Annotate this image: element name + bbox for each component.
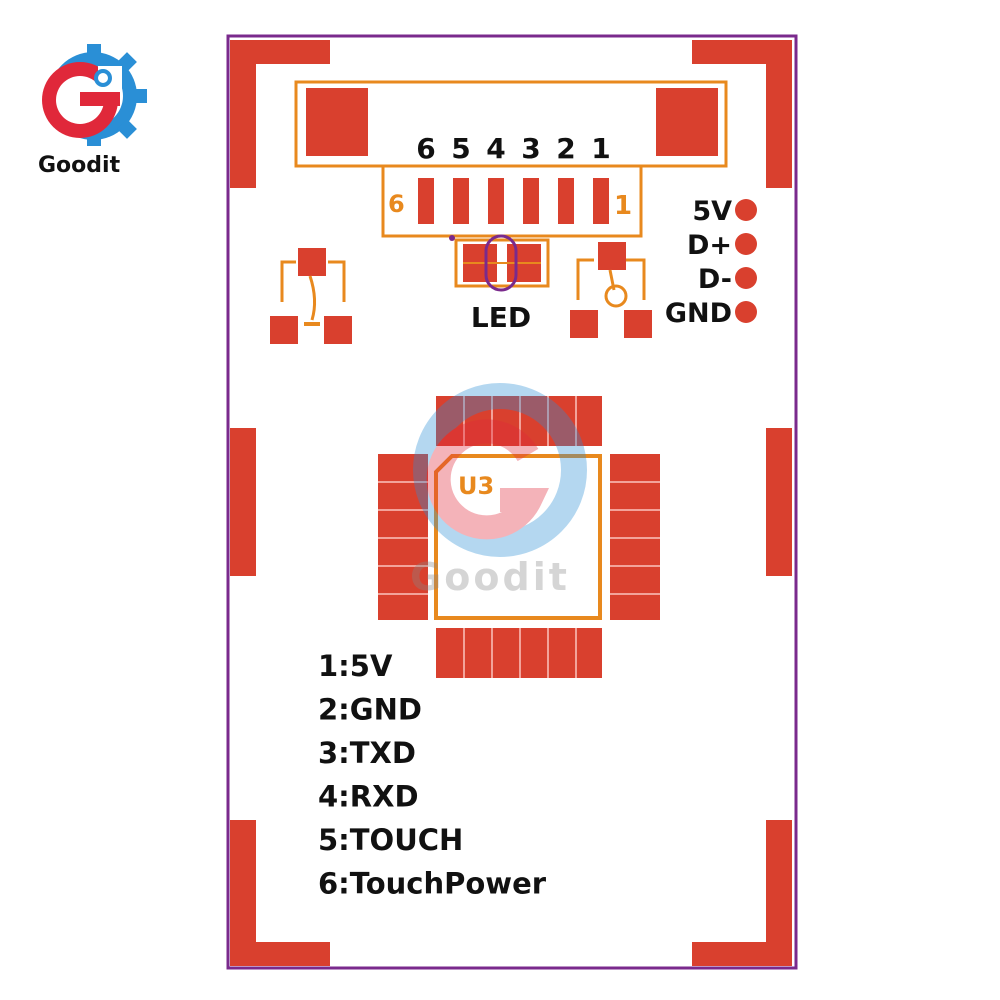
- usb-pad-dot: [735, 267, 757, 289]
- usb-pads: 5VD+D-GND: [665, 196, 757, 329]
- pin-legend: 1:5V 2:GND 3:TXD 4:RXD 5:TOUCH 6:TouchPower: [318, 649, 547, 901]
- pin-number-label: 2: [556, 132, 575, 165]
- connector-pin-pad: [558, 178, 574, 224]
- pin-number-label: 4: [486, 132, 505, 165]
- usb-pad-label: D-: [698, 264, 732, 295]
- connector-pin-pad: [488, 178, 504, 224]
- watermark-g-icon: [426, 419, 550, 540]
- board-outline: [226, 34, 798, 970]
- pin-number-label: 1: [591, 132, 610, 165]
- usb-pad-label: 5V: [692, 196, 732, 227]
- pin-number-label: 5: [451, 132, 470, 165]
- connector-pins: [418, 178, 609, 224]
- connector-pin-pad: [453, 178, 469, 224]
- chip-body-outline: [434, 454, 602, 620]
- usb-pad-dot: [735, 199, 757, 221]
- silk-pin-1: 1: [614, 191, 632, 221]
- pin-legend-line: 2:GND: [318, 693, 422, 727]
- chip-u3-footprint: U3: [378, 396, 660, 678]
- switch-footprint-left: [270, 248, 352, 344]
- pin-number-label: 6: [416, 132, 435, 165]
- chip-label: U3: [458, 472, 494, 500]
- connector-mount-pad-left: [306, 88, 368, 156]
- switch-footprint-right: [570, 242, 652, 338]
- pin-legend-line: 3:TXD: [318, 736, 416, 770]
- watermark-text: Goodit: [410, 555, 570, 599]
- connector-pin-box: [381, 164, 643, 238]
- pin-legend-line: 1:5V: [318, 649, 393, 683]
- connector-mount-pad-right: [656, 88, 718, 156]
- g-letter-icon: [42, 62, 122, 138]
- usb-pad-dot: [735, 301, 757, 323]
- usb-pad-label: D+: [687, 230, 732, 261]
- connector-pin-pad: [593, 178, 609, 224]
- silk-pin-6: 6: [388, 190, 405, 218]
- led-label: LED: [471, 301, 531, 334]
- goodit-logo: Goodit: [38, 44, 147, 178]
- logo-text: Goodit: [38, 153, 121, 178]
- connector-pin-pad: [523, 178, 539, 224]
- watermark: Goodit: [410, 383, 587, 599]
- corner-brackets: [230, 40, 792, 966]
- pin-number-label: 3: [521, 132, 540, 165]
- connector-pin-pad: [418, 178, 434, 224]
- pin-legend-line: 4:RXD: [318, 780, 419, 814]
- pin-legend-line: 6:TouchPower: [318, 867, 547, 901]
- led-footprint: LED: [449, 234, 550, 334]
- usb-pad-label: GND: [665, 298, 732, 329]
- usb-pad-dot: [735, 233, 757, 255]
- watermark-gear-icon: [413, 383, 587, 557]
- pin-legend-line: 5:TOUCH: [318, 823, 463, 857]
